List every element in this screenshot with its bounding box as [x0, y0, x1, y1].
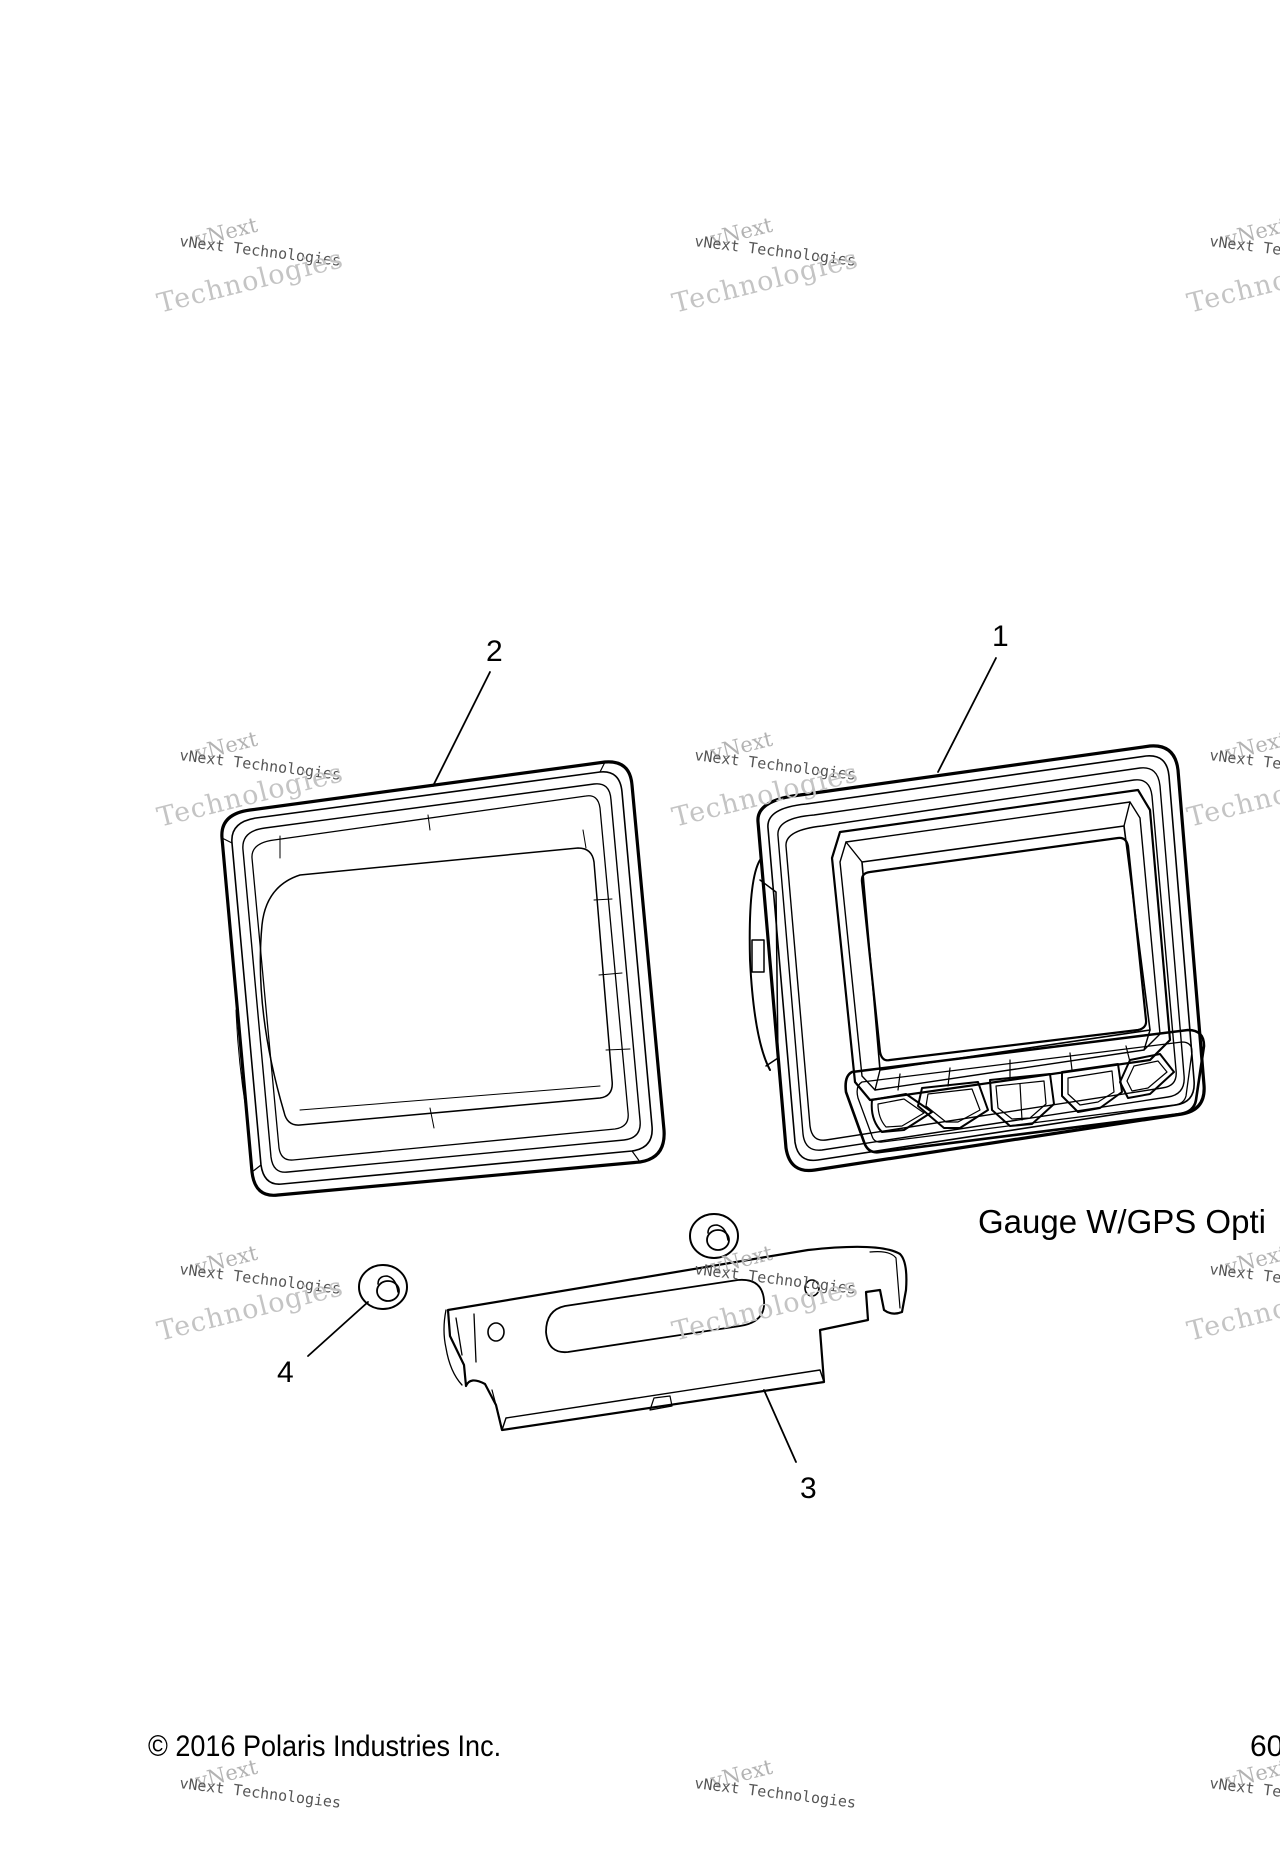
nut-left — [358, 1264, 408, 1310]
callout-1: 1 — [992, 620, 1009, 653]
callout-2: 2 — [486, 635, 503, 668]
callout-3: 3 — [800, 1472, 817, 1505]
leader-lines — [307, 657, 997, 1463]
nut-right — [689, 1213, 739, 1259]
gauge-buttons — [870, 1053, 1175, 1133]
gauge-caption: Gauge W/GPS Opti — [978, 1203, 1266, 1240]
copyright-notice: © 2016 Polaris Industries Inc. — [148, 1730, 502, 1763]
mounting-bracket — [443, 1245, 908, 1432]
bezel-frame — [220, 760, 666, 1197]
callout-4: 4 — [277, 1356, 294, 1389]
page-number: 60 — [1250, 1730, 1280, 1763]
parts-diagram: 2 1 4 3 — [220, 620, 1206, 1505]
gauge-display — [748, 744, 1206, 1173]
